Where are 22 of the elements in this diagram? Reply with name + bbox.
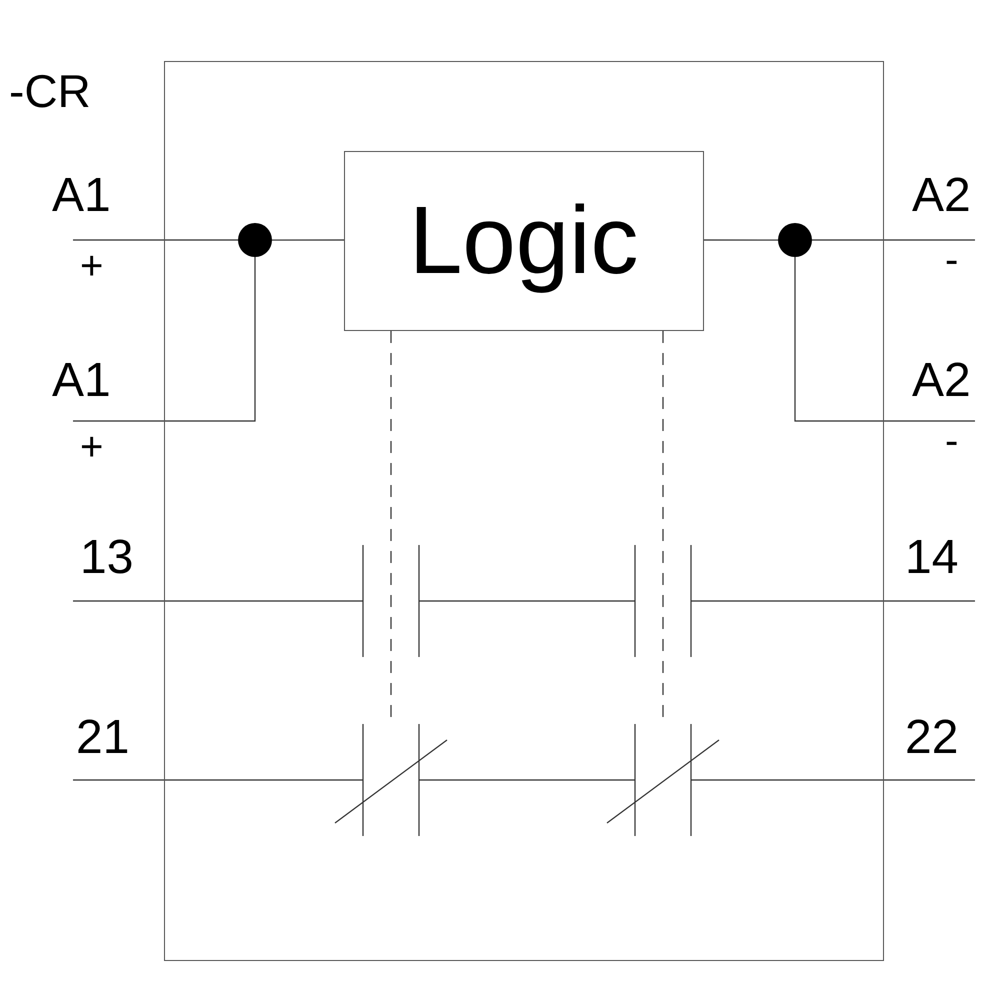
- terminal-label: A1: [52, 357, 111, 405]
- device-tag: -CR: [9, 68, 91, 114]
- terminal-label: +: [80, 427, 104, 467]
- wire: [73, 239, 238, 241]
- terminal-label: +: [80, 246, 104, 286]
- wire: [812, 239, 975, 241]
- terminal-label: -: [945, 421, 958, 461]
- terminal-label: 22: [905, 714, 958, 762]
- terminal-label: A1: [52, 172, 111, 220]
- terminal-label: 21: [76, 714, 130, 762]
- wire: [794, 257, 975, 422]
- terminal-label: 13: [80, 534, 134, 582]
- terminal-label: A2: [912, 172, 971, 220]
- junction-dot: [238, 222, 272, 257]
- terminal-label: -: [945, 240, 958, 280]
- logic-box: Logic: [344, 150, 704, 331]
- junction-dot: [778, 222, 812, 257]
- wire: [272, 239, 344, 241]
- wire: [73, 257, 256, 422]
- terminal-label: 14: [905, 534, 958, 582]
- wire: [704, 239, 778, 241]
- terminal-label: A2: [912, 357, 971, 405]
